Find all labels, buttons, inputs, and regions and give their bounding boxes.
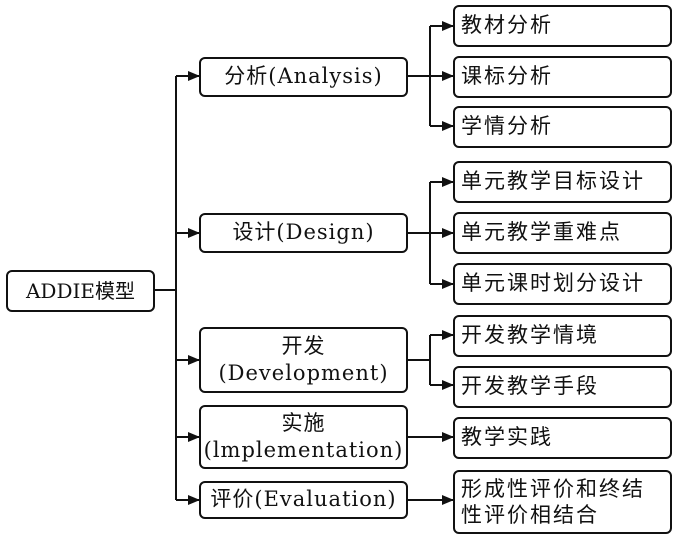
task-unit-key-difficult-points-label: 单元教学重难点 bbox=[461, 220, 622, 245]
phase-analysis-label: 分析(Analysis) bbox=[224, 64, 383, 89]
root-node: ADDIE模型 bbox=[6, 270, 155, 312]
root-label: ADDIE模型 bbox=[25, 279, 135, 303]
phase-development-sublabel: (Development) bbox=[218, 361, 389, 385]
phase-evaluation: 评价(Evaluation) bbox=[199, 481, 408, 519]
task-unit-lesson-division-design: 单元课时划分设计 bbox=[453, 263, 672, 305]
phase-evaluation-label: 评价(Evaluation) bbox=[210, 487, 397, 512]
phase-design-label: 设计(Design) bbox=[232, 220, 375, 245]
phase-implementation-label: 实施 bbox=[281, 410, 326, 435]
task-teaching-practice: 教学实践 bbox=[453, 417, 672, 459]
task-unit-lesson-division-design-label: 单元课时划分设计 bbox=[461, 271, 645, 296]
task-textbook-analysis: 教材分析 bbox=[453, 5, 672, 47]
task-develop-teaching-scenario: 开发教学情境 bbox=[453, 315, 672, 357]
phase-design: 设计(Design) bbox=[199, 213, 408, 253]
task-teaching-practice-label: 教学实践 bbox=[461, 425, 553, 450]
task-develop-teaching-scenario-label: 开发教学情境 bbox=[461, 323, 599, 348]
task-unit-objective-design-label: 单元教学目标设计 bbox=[461, 169, 645, 194]
task-learner-analysis-label: 学情分析 bbox=[461, 114, 553, 139]
task-curriculum-standard-analysis-label: 课标分析 bbox=[461, 64, 553, 89]
task-textbook-analysis-label: 教材分析 bbox=[461, 13, 553, 38]
phase-development-label: 开发 bbox=[281, 333, 326, 358]
task-combined-evaluation-line1: 形成性评价和终结 bbox=[461, 476, 645, 501]
task-combined-evaluation: 形成性评价和终结 性评价相结合 bbox=[453, 470, 672, 534]
task-learner-analysis: 学情分析 bbox=[453, 106, 672, 148]
task-develop-teaching-means-label: 开发教学手段 bbox=[461, 374, 599, 399]
task-unit-objective-design: 单元教学目标设计 bbox=[453, 161, 672, 203]
phase-development: 开发 (Development) bbox=[199, 327, 408, 393]
task-unit-key-difficult-points: 单元教学重难点 bbox=[453, 212, 672, 254]
phase-analysis: 分析(Analysis) bbox=[199, 57, 408, 97]
task-develop-teaching-means: 开发教学手段 bbox=[453, 366, 672, 408]
phase-implementation-sublabel: (lmplementation) bbox=[203, 438, 404, 462]
phase-implementation: 实施 (lmplementation) bbox=[199, 405, 408, 469]
task-combined-evaluation-line2: 性评价相结合 bbox=[461, 503, 599, 527]
task-curriculum-standard-analysis: 课标分析 bbox=[453, 56, 672, 98]
